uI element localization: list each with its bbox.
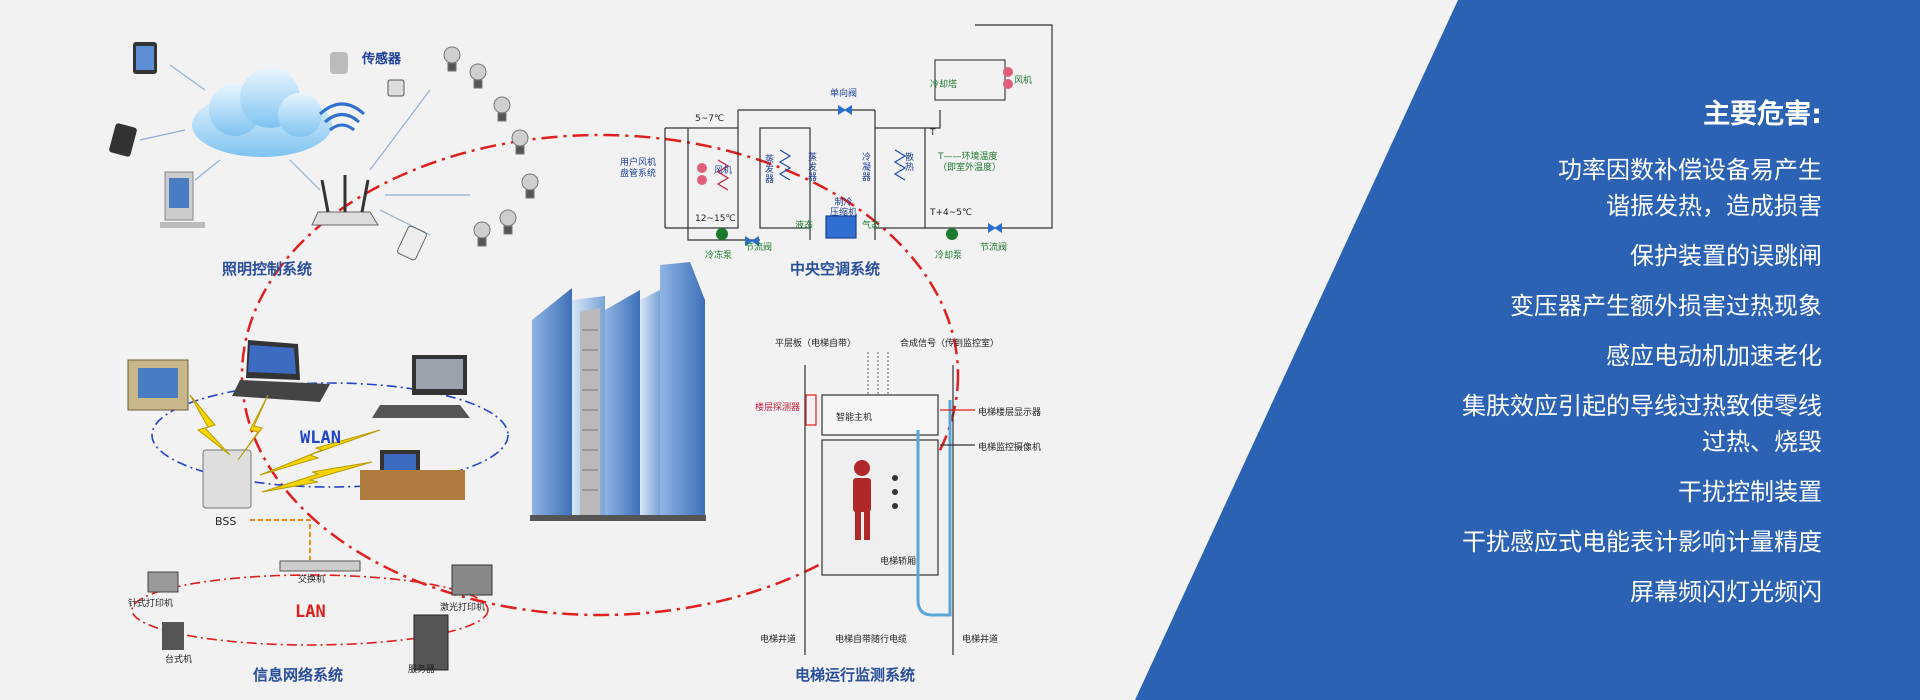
hvac-valves bbox=[745, 105, 1002, 246]
hazard-item: 屏幕频闪灯光频闪 bbox=[1630, 578, 1822, 606]
elevator-passenger-icon bbox=[853, 460, 898, 540]
hvac-throttle-label: 节流阀 bbox=[745, 243, 773, 253]
hvac-cooling-pump-label: 冷却泵 bbox=[935, 251, 963, 261]
elevator-floor-detector-label: 楼层探测器 bbox=[755, 403, 801, 413]
hvac-evaporator-label: 蒸发器 bbox=[765, 155, 775, 185]
wlan-label: WLAN bbox=[300, 428, 341, 448]
hvac-liquid-label: 液态 bbox=[795, 221, 814, 231]
hvac-evaporator2-label: 蒸发器 bbox=[808, 153, 818, 183]
sensor-icon bbox=[330, 52, 348, 74]
hvac-pumps bbox=[716, 228, 958, 240]
hvac-system-illustration bbox=[664, 24, 1053, 241]
remote-control-icon bbox=[397, 225, 427, 261]
hazard-item: 集肤效应引起的导线过热致使零线 过热、烧毁 bbox=[1462, 392, 1822, 456]
network-system-illustration bbox=[127, 340, 509, 671]
hvac-t-env-label: T——环境温度 （即室外温度） bbox=[938, 152, 1002, 173]
elevator-floor-display-label: 电梯楼层显示器 bbox=[978, 408, 1042, 418]
elevator-compose-signal-label: 合成信号（传到监控室） bbox=[900, 339, 1000, 349]
desktop-tower-icon bbox=[162, 622, 184, 650]
hvac-compressor-label: 制冷 压缩机 bbox=[830, 198, 858, 218]
elevator-cabin-label: 电梯轿厢 bbox=[880, 557, 917, 567]
bss-switch-link bbox=[250, 519, 311, 560]
hvac-gas-label: 气态 bbox=[862, 221, 881, 231]
laser-printer-icon bbox=[451, 564, 493, 596]
bss-access-point-icon bbox=[202, 449, 252, 509]
light-bulb-icons bbox=[443, 46, 539, 247]
laser-printer-label: 激光打印机 bbox=[440, 603, 486, 613]
network-system-label: 信息网络系统 bbox=[253, 666, 344, 684]
elevator-control-label: 智能主机 bbox=[836, 413, 873, 423]
hazard-item: 变压器产生额外损害过热现象 bbox=[1510, 292, 1822, 320]
hvac-heat-label: 散热 bbox=[905, 153, 915, 173]
hvac-chilled-pump-label: 冷冻泵 bbox=[705, 251, 733, 261]
desktop-label: 台式机 bbox=[165, 655, 193, 665]
needle-printer-label: 针式打印机 bbox=[128, 599, 174, 609]
elevator-shaft-left-label: 电梯井道 bbox=[760, 635, 797, 645]
server-label: 服务器 bbox=[408, 665, 436, 675]
lan-label: LAN bbox=[295, 602, 326, 622]
bss-label: BSS bbox=[215, 515, 237, 528]
hvac-fans bbox=[697, 67, 1013, 185]
needle-printer-icon bbox=[147, 571, 179, 593]
router-icon bbox=[311, 175, 379, 226]
elevator-shaft-right-label: 电梯井道 bbox=[962, 635, 999, 645]
hazard-item: 干扰控制装置 bbox=[1678, 478, 1822, 506]
network-switch-icon bbox=[279, 560, 361, 572]
hazard-item: 保护装置的误跳闸 bbox=[1630, 242, 1822, 270]
elevator-level-board-label: 平层板（电梯自带） bbox=[775, 339, 857, 349]
hazard-item: 感应电动机加速老化 bbox=[1606, 342, 1822, 370]
hvac-fan-label: 风机 bbox=[714, 166, 733, 176]
switch-label: 交换机 bbox=[298, 575, 326, 585]
cloud-icon bbox=[192, 68, 332, 157]
hvac-fan2-label: 风机 bbox=[1014, 76, 1033, 86]
hvac-system-label: 中央空调系统 bbox=[790, 260, 881, 278]
sensor-label: 传感器 bbox=[362, 52, 402, 67]
desktop-computer-icon bbox=[160, 171, 205, 228]
hvac-t-plus-label: T+4~5℃ bbox=[930, 208, 973, 218]
wireless-bolts bbox=[189, 394, 381, 493]
building-illustration bbox=[530, 262, 706, 521]
phone-icon bbox=[109, 123, 137, 157]
hazard-panel-background bbox=[1135, 0, 1920, 700]
wifi-icon bbox=[318, 102, 366, 132]
hvac-condenser-label: 冷凝器 bbox=[862, 153, 872, 183]
hvac-temp-top: 5~7℃ bbox=[695, 114, 725, 124]
hvac-t-label: T bbox=[930, 128, 936, 138]
hazard-item: 功率因数补偿设备易产生 谐振发热，造成损害 bbox=[1558, 156, 1822, 220]
switch-panel-icon bbox=[387, 79, 405, 97]
hazard-list: 功率因数补偿设备易产生 谐振发热，造成损害 保护装置的误跳闸 变压器产生额外损害… bbox=[1302, 152, 1822, 624]
elevator-system-illustration bbox=[804, 352, 975, 655]
lighting-system-illustration bbox=[109, 42, 539, 261]
elevator-system-label: 电梯运行监测系统 bbox=[795, 666, 916, 684]
hvac-throttle2-label: 节流阀 bbox=[980, 243, 1008, 253]
system-connection-ring bbox=[240, 133, 960, 617]
lighting-system-label: 照明控制系统 bbox=[222, 260, 313, 278]
elevator-cable-label: 电梯自带随行电缆 bbox=[835, 635, 908, 645]
hazard-item: 干扰感应式电能表计影响计量精度 bbox=[1462, 528, 1822, 556]
elevator-camera-label: 电梯监控摄像机 bbox=[978, 443, 1042, 453]
server-icon bbox=[413, 614, 449, 671]
hazard-panel-title: 主要危害: bbox=[1703, 99, 1822, 130]
hvac-cooling-tower-label: 冷却塔 bbox=[930, 80, 958, 90]
hvac-one-way-valve-label: 单向阀 bbox=[830, 89, 858, 99]
hvac-user-fan-label: 用户风机 盘管系统 bbox=[620, 158, 657, 179]
hvac-temp-bottom: 12~15℃ bbox=[695, 214, 736, 224]
